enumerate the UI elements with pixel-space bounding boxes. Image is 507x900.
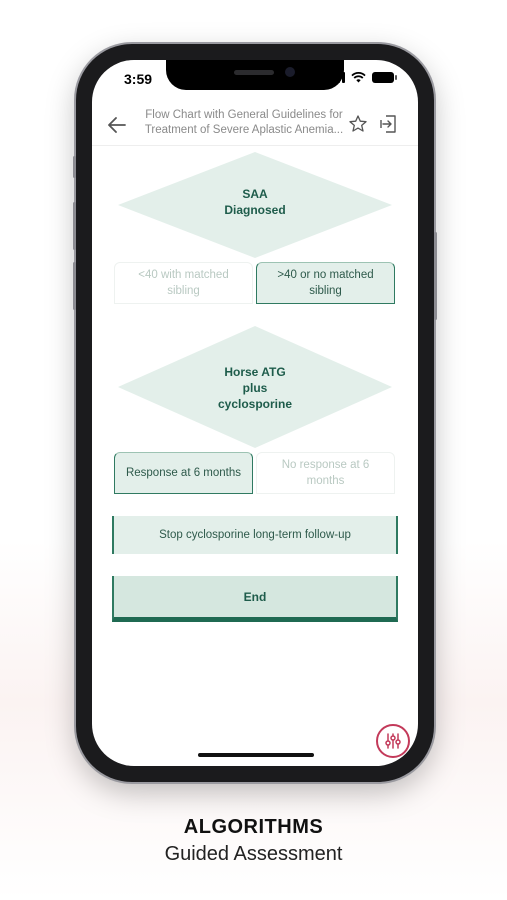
silent-switch	[73, 156, 76, 178]
option-under-40-line2: sibling	[167, 285, 200, 297]
option-no-response-line1: No response at 6	[281, 459, 370, 471]
home-indicator[interactable]	[198, 753, 314, 757]
option-response-6-months[interactable]: Response at 6 months	[114, 452, 253, 494]
app-screen: 3:59 Flow Chart with General Guidelines …	[92, 60, 418, 766]
sliders-icon	[385, 733, 401, 749]
node-horse-atg-line1: Horse ATG	[224, 365, 286, 379]
exit-icon[interactable]	[378, 114, 398, 134]
wifi-icon	[351, 72, 366, 83]
app-bar: Flow Chart with General Guidelines for T…	[92, 104, 418, 146]
option-no-response-6-months[interactable]: No response at 6 months	[256, 452, 395, 494]
caption-subtitle: Guided Assessment	[164, 843, 343, 865]
option-under-40-matched-sibling[interactable]: <40 with matched sibling	[114, 262, 253, 304]
decision-diamond-horse-atg	[118, 326, 392, 448]
status-time: 3:59	[124, 71, 153, 87]
option-over-40-line1: >40 or no matched	[277, 269, 374, 281]
front-camera	[285, 67, 295, 77]
decision-diamond-saa	[118, 152, 392, 258]
volume-down-button	[73, 262, 76, 310]
page-title: Flow Chart with General Guidelines for T…	[138, 108, 350, 138]
status-icons	[327, 72, 397, 83]
cellular-signal-icon	[327, 72, 345, 83]
node-saa-label: SAA Diagnosed	[92, 186, 418, 218]
node-horse-atg-line2: plus	[242, 381, 268, 395]
arrow-left-icon[interactable]	[106, 114, 128, 136]
phone-frame: 3:59 Flow Chart with General Guidelines …	[73, 44, 437, 782]
node-saa-line1: SAA	[242, 187, 268, 201]
option-over-40-no-matched-sibling[interactable]: >40 or no matched sibling	[256, 262, 395, 304]
page-title-line2: Treatment of Severe Aplastic Anemia...	[144, 124, 344, 136]
star-icon[interactable]	[348, 114, 368, 134]
sliders-fab-button[interactable]	[376, 724, 410, 758]
option-over-40-line2: sibling	[309, 285, 342, 297]
speaker-grille	[234, 70, 274, 75]
end-node[interactable]: End	[112, 576, 398, 622]
page-title-line1: Flow Chart with General Guidelines for	[145, 109, 343, 121]
option-under-40-line1: <40 with matched	[138, 269, 229, 281]
caption-title: ALGORITHMS	[183, 816, 324, 838]
step-stop-cyclosporine[interactable]: Stop cyclosporine long-term follow-up	[112, 516, 398, 554]
battery-icon	[372, 72, 397, 83]
node-saa-line2: Diagnosed	[224, 203, 286, 217]
node-horse-atg-line3: cyclosporine	[217, 397, 293, 411]
volume-up-button	[73, 202, 76, 250]
node-horse-atg-label: Horse ATG plus cyclosporine	[92, 364, 418, 412]
option-response-line1: Response at 6 months	[125, 467, 242, 479]
power-button	[434, 232, 437, 320]
notch	[166, 60, 344, 90]
option-no-response-line2: months	[306, 475, 345, 487]
